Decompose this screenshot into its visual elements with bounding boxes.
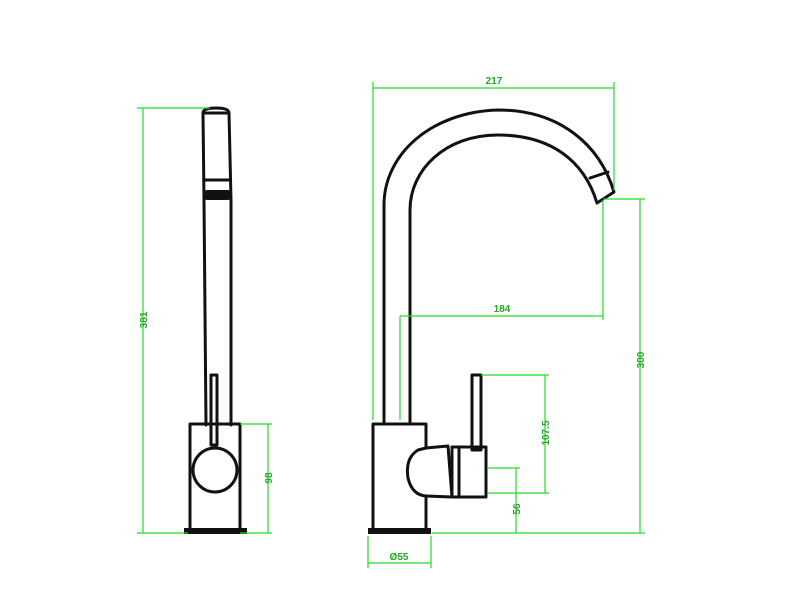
front-handle-height-label: 56 xyxy=(512,503,523,515)
side-base-height-label: 98 xyxy=(264,472,275,484)
front-dimensions: 217 184 300 107.5 56 Ø55 xyxy=(367,76,647,568)
side-dimensions: 381 98 xyxy=(137,107,275,534)
front-reach-label: 184 xyxy=(494,304,511,315)
front-base-plate xyxy=(368,528,431,534)
front-spout-height-label: 300 xyxy=(636,351,647,368)
front-lever-height-label: 107.5 xyxy=(541,420,552,445)
side-aerator xyxy=(204,190,231,200)
side-height-label: 381 xyxy=(139,311,150,328)
side-spout-column xyxy=(201,106,233,427)
front-width-label: 217 xyxy=(486,76,503,87)
side-lever xyxy=(209,373,219,447)
front-base-diameter-label: Ø55 xyxy=(390,552,409,563)
side-view xyxy=(184,106,247,534)
side-base-plate xyxy=(184,528,247,534)
side-body xyxy=(188,422,242,532)
front-gooseneck-spout xyxy=(382,108,616,426)
front-lever xyxy=(470,373,483,452)
front-view xyxy=(368,108,616,534)
front-body xyxy=(371,422,488,532)
